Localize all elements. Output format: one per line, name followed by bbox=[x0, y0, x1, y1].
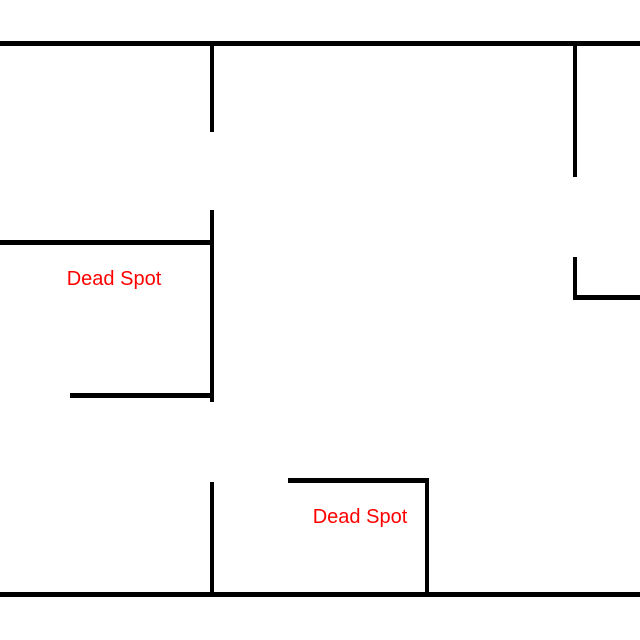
wall-upper-left-divider bbox=[210, 41, 214, 132]
wall-right-lower-divider bbox=[573, 257, 577, 300]
wall-bottom-box-top bbox=[288, 478, 429, 483]
wall-bottom-box-right bbox=[425, 478, 429, 597]
wall-left-room-bottom bbox=[70, 393, 214, 398]
wall-right-upper-divider bbox=[573, 41, 577, 177]
wall-lower-center-divider bbox=[210, 482, 214, 597]
dead-spot-label-bottom: Dead Spot bbox=[312, 506, 408, 528]
wall-bottom bbox=[0, 592, 640, 597]
wall-top bbox=[0, 41, 640, 46]
wall-right-ledge bbox=[573, 295, 640, 300]
dead-spot-label-left: Dead Spot bbox=[66, 268, 162, 290]
wall-left-room-top bbox=[0, 240, 214, 245]
wall-center-divider bbox=[210, 210, 214, 402]
